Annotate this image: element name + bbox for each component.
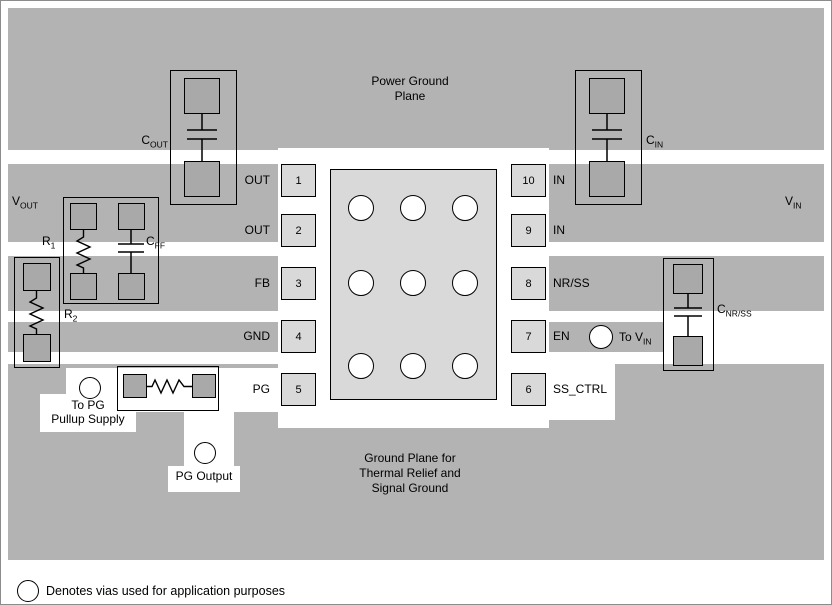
r1-label: R1 (42, 234, 56, 251)
pin-label-nrss: NR/SS (553, 276, 590, 290)
cout-capacitor-symbol (187, 114, 217, 161)
pin-number-6: 6 (525, 383, 532, 396)
pin-label-pg: PG (252, 382, 270, 396)
pin-number-10: 10 (522, 174, 535, 187)
legend-via-icon (17, 580, 39, 602)
legend-text: Denotes vias used for application purpos… (46, 584, 286, 598)
pin-pad-6: 6 (511, 373, 546, 406)
power-ground-plane-title-line2: Plane (394, 89, 426, 103)
pg-pullup-resistor-symbol (147, 378, 192, 395)
pin-label-gnd: GND (243, 329, 270, 343)
power-ground-plane-title-line1: Power Ground (371, 74, 449, 88)
r2-pad-top (23, 263, 51, 291)
pin-number-2: 2 (295, 224, 302, 237)
pg-pullup-footprint-outline (117, 366, 219, 411)
vin-net-label: VIN (785, 194, 802, 211)
thermal-via (400, 353, 426, 379)
pin-label-ssctrl: SS_CTRL (553, 382, 608, 396)
pin-pad-9: 9 (511, 214, 546, 247)
thermal-via (400, 270, 426, 296)
r2-footprint-outline (14, 257, 60, 368)
thermal-via (452, 195, 478, 221)
r2-pad-bottom (23, 334, 51, 362)
pin-label-out-1: OUT (244, 173, 270, 187)
to-vin-label: To VIN (619, 330, 652, 347)
r1-cff-footprint-outline (63, 197, 159, 304)
cnrss-capacitor-symbol (674, 294, 702, 336)
pin-label-in-10: IN (553, 173, 565, 187)
thermal-plane-title-line2: Thermal Relief and (359, 466, 461, 480)
pg-pullup-pad-right (192, 374, 216, 398)
pin-number-8: 8 (525, 277, 532, 290)
pin-pad-2: 2 (281, 214, 316, 247)
cin-label: CIN (646, 133, 664, 150)
r1-resistor-symbol (75, 230, 92, 273)
to-pg-label-line1: To PG (71, 398, 105, 412)
ssctrl-clearance (549, 364, 615, 420)
cin-capacitor-symbol (592, 114, 622, 161)
r2-resistor-symbol (28, 291, 45, 334)
pin-label-en: EN (553, 329, 570, 343)
power-ground-plane (8, 8, 824, 150)
r1-pad-top (70, 203, 97, 230)
pin-label-out-2: OUT (244, 223, 270, 237)
pg-supply-label-area (40, 394, 136, 432)
to-pg-label-line2: Pullup Supply (51, 412, 125, 426)
pin-pad-4: 4 (281, 320, 316, 353)
cff-label: CFF (146, 234, 166, 251)
cin-pad-top (589, 78, 625, 114)
r2-label: R2 (64, 307, 78, 324)
thermal-via (400, 195, 426, 221)
cff-pad-top (118, 203, 145, 230)
pin-pad-5: 5 (281, 373, 316, 406)
cnrss-pad-bottom (673, 336, 703, 366)
cff-pad-bottom (118, 273, 145, 300)
to-vin-via (589, 325, 613, 349)
cout-pad-bottom (184, 161, 220, 197)
thermal-via (452, 353, 478, 379)
cout-footprint-outline (170, 70, 237, 205)
pin-pad-8: 8 (511, 267, 546, 300)
pg-output-label-area (168, 466, 240, 492)
pin-number-9: 9 (525, 224, 532, 237)
cnrss-label: CNR/SS (717, 302, 752, 319)
thermal-plane-title-line3: Signal Ground (371, 481, 449, 495)
vout-net-label: VOUT (12, 194, 38, 211)
cin-pad-bottom (589, 161, 625, 197)
pin-label-in-9: IN (553, 223, 565, 237)
pg-output-label: PG Output (175, 469, 233, 483)
thermal-via (348, 353, 374, 379)
pin-number-7: 7 (525, 330, 532, 343)
thermal-plane-title-line1: Ground Plane for (364, 451, 456, 465)
thermal-via (348, 195, 374, 221)
to-pg-supply-via (79, 377, 101, 399)
cout-label: COUT (141, 133, 168, 150)
cout-pad-top (184, 78, 220, 114)
cff-capacitor-symbol (118, 230, 144, 273)
cnrss-pad-top (673, 264, 703, 294)
gnd-trace-band (8, 322, 279, 352)
pin-pad-7: 7 (511, 320, 546, 353)
pg-output-via (194, 442, 216, 464)
pg-pullup-pad-left (123, 374, 147, 398)
pin-label-fb: FB (254, 276, 270, 290)
pin-number-4: 4 (295, 330, 302, 343)
pin-number-5: 5 (295, 383, 302, 396)
thermal-via (452, 270, 478, 296)
r1-pad-bottom (70, 273, 97, 300)
cin-footprint-outline (575, 70, 642, 205)
pin-pad-3: 3 (281, 267, 316, 300)
pin-number-1: 1 (295, 174, 302, 187)
thermal-via (348, 270, 374, 296)
pin-number-3: 3 (295, 277, 302, 290)
pin-pad-10: 10 (511, 164, 546, 197)
cnrss-footprint-outline (663, 258, 714, 371)
pin-pad-1: 1 (281, 164, 316, 197)
